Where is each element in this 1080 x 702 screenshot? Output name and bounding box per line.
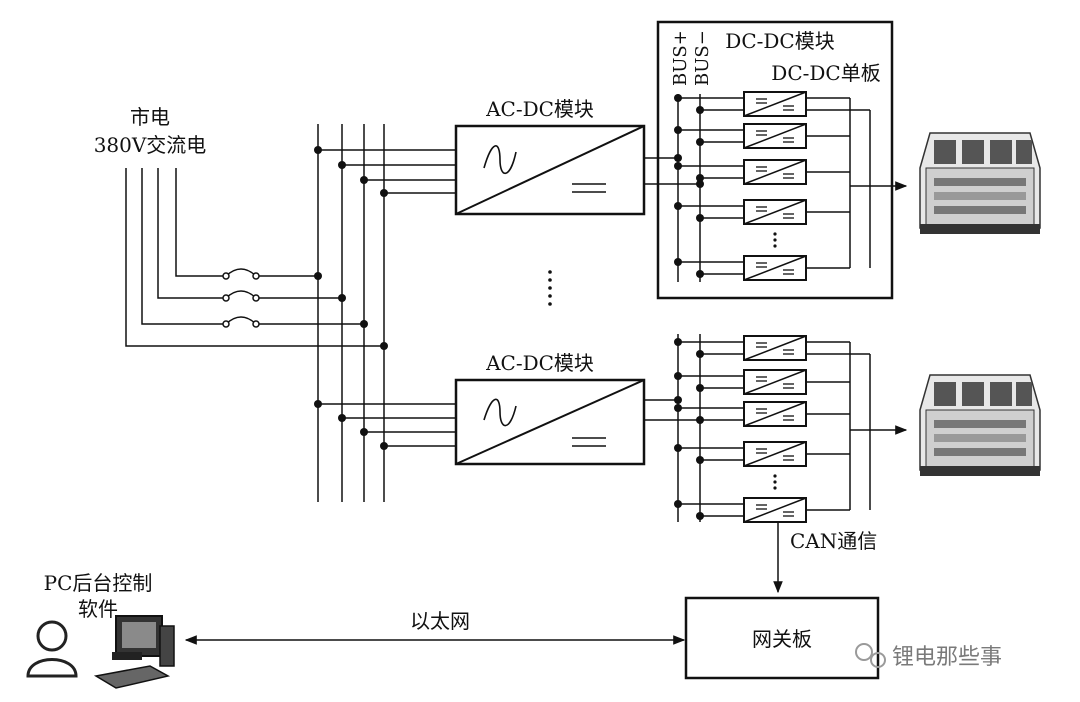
dcdc-wiring-top xyxy=(644,94,871,282)
ethernet-label: 以太网 xyxy=(410,609,470,633)
computer-icon xyxy=(93,615,175,689)
dcdc-dots-top xyxy=(674,94,704,278)
gateway-label: 网关板 xyxy=(752,627,812,651)
gateway-box xyxy=(684,596,880,680)
dcdc-wiring-bottom xyxy=(644,334,871,522)
mains-label: 市电 xyxy=(130,105,170,129)
battery-pack-top xyxy=(919,132,1041,235)
dcdc-board-label: DC-DC单板 xyxy=(771,61,880,85)
acdc-module-bottom xyxy=(454,378,646,466)
board-ellipsis-top xyxy=(773,232,777,248)
dcdc-module-label: DC-DC模块 xyxy=(725,29,834,53)
board-ellipsis-bottom xyxy=(773,474,777,490)
ellipsis-vertical xyxy=(548,270,552,306)
acdc-top-label: AC-DC模块 xyxy=(485,97,594,121)
pc-label-2: 软件 xyxy=(78,597,118,621)
watermark-text: 锂电那些事 xyxy=(892,645,1002,670)
mains-voltage-label: 380V交流电 xyxy=(94,133,207,157)
dcdc-boards-bottom xyxy=(743,335,807,523)
mains-wiring xyxy=(125,124,456,502)
bus-plus-label: BUS+ xyxy=(670,30,691,86)
user-icon xyxy=(26,620,78,678)
acdc-module-top xyxy=(454,124,646,216)
bus-minus-label: BUS− xyxy=(692,30,713,86)
can-label: CAN通信 xyxy=(790,529,877,553)
dcdc-dots-bottom xyxy=(674,338,704,520)
dcdc-module-box xyxy=(656,20,894,300)
pc-label: PC后台控制 xyxy=(44,571,153,595)
acdc-bottom-label: AC-DC模块 xyxy=(485,351,594,375)
battery-pack-bottom xyxy=(919,374,1041,477)
mains-junction-dots xyxy=(314,146,388,450)
dcdc-boards-top xyxy=(743,91,807,281)
watermark: 锂电那些事 xyxy=(855,643,1002,670)
